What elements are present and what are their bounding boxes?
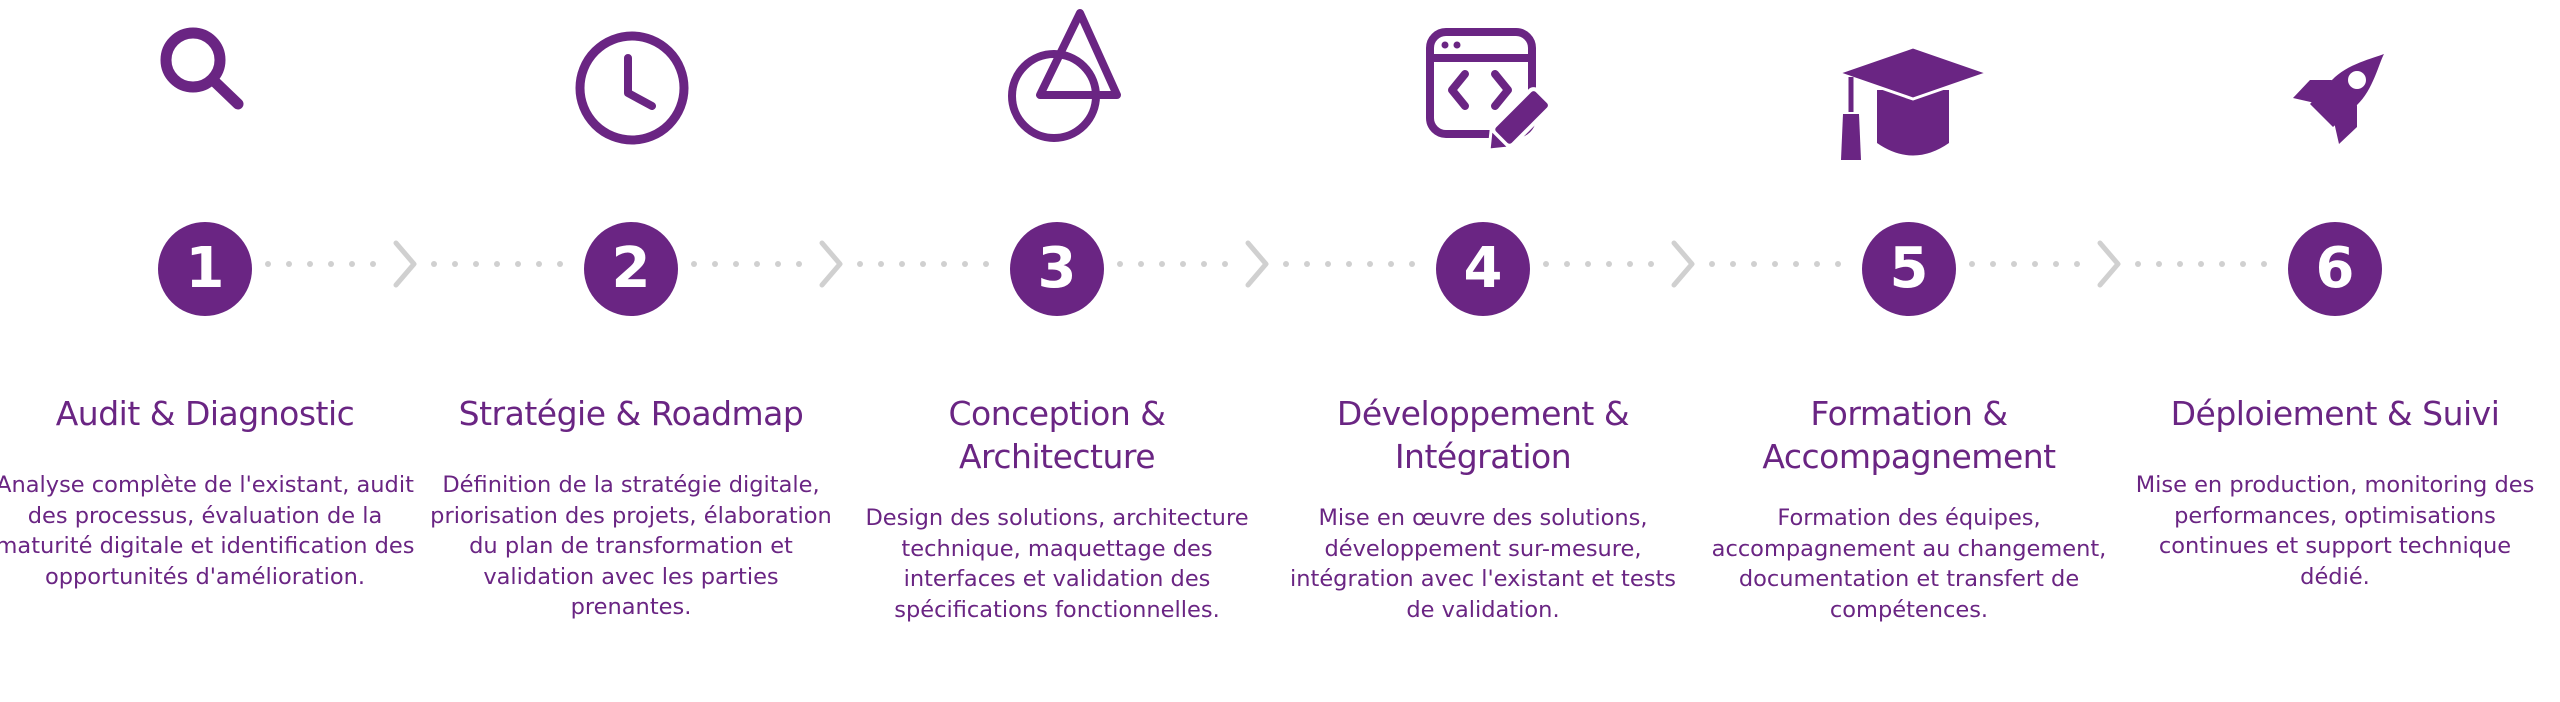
step-description: Définition de la stratégie digitale, pri… [430, 472, 832, 620]
step-developpement: 4 Développement & Intégration Mise en œu… [1273, 0, 1693, 702]
step-number: 5 [1862, 222, 1956, 316]
connector-3-4 [1104, 238, 1434, 298]
chevron-right-icon [2097, 240, 2121, 288]
step-number: 2 [584, 222, 678, 316]
shapes-icon [957, 0, 1157, 170]
step-title: Déploiement & Suivi [2170, 394, 2500, 433]
code-edit-icon [1383, 0, 1583, 170]
step-title: Audit & Diagnostic [55, 394, 355, 433]
magnifier-icon [105, 0, 305, 170]
step-title: Stratégie & Roadmap [458, 394, 804, 433]
step-conception: 3 Conception & Architecture Design des s… [847, 0, 1267, 702]
step-title: Conception & Architecture [948, 394, 1166, 476]
step-description: Formation des équipes, accompagnement au… [1711, 505, 2107, 623]
step-strategie: 2 Stratégie & Roadmap Définition de la s… [421, 0, 841, 702]
step-description: Mise en production, monitoring des perfo… [2135, 472, 2535, 590]
chevron-right-icon [1671, 240, 1695, 288]
step-title: Développement & Intégration [1336, 394, 1630, 476]
step-number: 1 [158, 222, 252, 316]
chevron-right-icon [393, 240, 417, 288]
step-formation: 5 Formation & Accompagnement Formation d… [1699, 0, 2119, 702]
chevron-right-icon [819, 240, 843, 288]
step-description: Mise en œuvre des solutions, développeme… [1290, 505, 1676, 623]
step-number: 6 [2288, 222, 2382, 316]
step-number: 4 [1436, 222, 1530, 316]
rocket-icon [2235, 0, 2435, 170]
step-number: 3 [1010, 222, 1104, 316]
step-description: Design des solutions, architecture techn… [865, 505, 1249, 623]
graduation-cap-icon [1809, 0, 2009, 170]
step-title: Formation & Accompagnement [1762, 394, 2056, 476]
step-description: Analyse complète de l'existant, audit de… [0, 472, 415, 590]
connector-4-5 [1530, 238, 1860, 298]
chevron-right-icon [1245, 240, 1269, 288]
step-audit: 1 Audit & Diagnostic Analyse complète de… [0, 0, 415, 702]
clock-icon [531, 0, 731, 170]
connector-5-6 [1956, 238, 2286, 298]
step-deploiement: 6 Déploiement & Suivi Mise en production… [2125, 0, 2545, 702]
connector-1-2 [252, 238, 582, 298]
connector-2-3 [678, 238, 1008, 298]
